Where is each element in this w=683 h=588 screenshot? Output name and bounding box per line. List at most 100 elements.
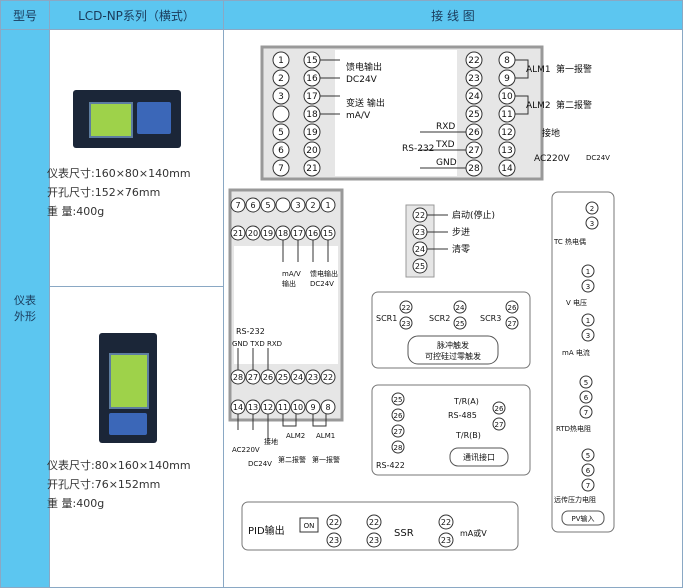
terminal-mid-col: 15 16 17 18 19 20 21 (303, 51, 321, 177)
txd-label: TXD (435, 140, 455, 150)
gnd-label: GND (436, 158, 457, 168)
pid-t22c-label: 22 (441, 518, 451, 527)
scr3-t1: 26 (505, 300, 519, 314)
scr1-t1-label: 22 (402, 304, 411, 312)
scr2-label: SCR2 (429, 314, 450, 323)
header-series: LCD-NP系列（横式） (49, 0, 224, 30)
vt-3-label: 5 (265, 201, 270, 210)
v4-3-label: 12 (263, 403, 273, 412)
pid-t22c: 22 (438, 514, 454, 530)
term-r8: 8 (498, 51, 516, 69)
v2-2-label: 20 (248, 229, 258, 238)
v4-5-label: 10 (293, 403, 303, 412)
v4-7-label: 8 (325, 403, 330, 412)
feed-output-label: 馈电输出 (346, 61, 382, 73)
product2-cutout: 开孔尺寸:76×152mm (47, 478, 161, 491)
product1-size: 仪表尺寸:160×80×140mm (47, 167, 191, 180)
scr-box: SCR1 22 23 SCR2 24 25 SCR3 26 27 脉冲触发 可控… (371, 291, 531, 369)
ssr-label: SSR (394, 528, 414, 539)
scr3-t2-label: 27 (508, 320, 517, 328)
comm-box: 25 26 27 28 RS-422 T/R(A) RS-485 26 27 T… (371, 384, 531, 476)
v-dc24v-b-label: DC24V (248, 460, 272, 468)
vt-4 (275, 197, 291, 213)
terminal-right-col2: 8 9 10 11 12 13 14 (498, 51, 516, 177)
horizontal-meter-image (73, 90, 181, 148)
v3-3-label: 26 (263, 373, 273, 382)
vt-1: 7 (230, 197, 246, 213)
rxd-label: RXD (436, 122, 455, 132)
v2-7-label: 15 (323, 229, 333, 238)
v3-4-label: 25 (278, 373, 288, 382)
scr1-t1: 22 (399, 300, 413, 314)
v2-6: 16 (305, 225, 321, 241)
tr-a-label: T/R(A) (453, 397, 479, 406)
comm-t27b: 27 (492, 417, 506, 431)
vt-7-label: 1 (325, 201, 330, 210)
v-dc24v-label: DC24V (310, 280, 334, 288)
scr2-t2-label: 25 (456, 320, 465, 328)
v2-3-label: 19 (263, 229, 273, 238)
term-m18: 18 (303, 105, 321, 123)
term-r26: 26 (465, 123, 483, 141)
pulse-trigger-label: 脉冲触发 (437, 340, 469, 350)
v3-6: 23 (305, 369, 321, 385)
term-r25-label: 25 (468, 110, 479, 120)
term-r22: 22 (465, 51, 483, 69)
ctrl-24: 24 (412, 241, 428, 257)
pv-rem-t6: 6 (586, 467, 591, 475)
term-r28-label: 28 (468, 164, 480, 174)
term-m19-label: 19 (306, 128, 318, 138)
vt-3: 5 (260, 197, 276, 213)
vt-7: 1 (320, 197, 336, 213)
pv-v-t3: 3 (586, 283, 590, 291)
v4-6-label: 9 (310, 403, 315, 412)
term-m18-label: 18 (306, 110, 318, 120)
vt-6-label: 2 (310, 201, 315, 210)
vt-1-label: 7 (235, 201, 240, 210)
ctrl-24-label: 24 (415, 245, 425, 254)
comm-t27-label: 27 (394, 428, 403, 436)
pv-rem-t7: 7 (586, 482, 590, 490)
v3-5: 24 (290, 369, 306, 385)
v-top-row: 7 6 5 3 2 1 (230, 197, 336, 213)
remote-pressure-label: 远传压力电阻 (554, 495, 596, 504)
vt-2-label: 6 (250, 201, 255, 210)
v-mav-label: mA/V (282, 270, 301, 278)
v-gnd-txd-rxd-label: GND TXD RXD (232, 340, 282, 348)
pid-t23a: 23 (326, 532, 342, 548)
ctrl-25: 25 (412, 258, 428, 274)
term-r27-label: 27 (468, 146, 479, 156)
pv-tc: 23 (585, 201, 599, 230)
term-l5-label: 5 (278, 128, 284, 138)
v2-2: 20 (245, 225, 261, 241)
v3-7: 22 (320, 369, 336, 385)
vt-5: 3 (290, 197, 306, 213)
v2-5-label: 17 (293, 229, 303, 238)
ac220v-label: AC220V (534, 154, 570, 164)
wiring-diagram: 1 2 3 5 6 7 15 16 17 18 19 20 21 22 23 2… (228, 45, 615, 551)
pv-remote: 567 (581, 448, 595, 492)
term-l2-label: 2 (278, 74, 284, 84)
vt-5-label: 3 (295, 201, 300, 210)
ground-label: 接地 (542, 127, 560, 139)
ctrl-23: 23 (412, 224, 428, 240)
scr2-t2: 25 (453, 316, 467, 330)
pid-t22a-label: 22 (329, 518, 339, 527)
product1-cell (49, 29, 224, 287)
header-model: 型号 (0, 0, 50, 30)
rs485-label: RS-485 (448, 411, 477, 420)
v4-4: 11 (275, 399, 291, 415)
v2-1-label: 21 (233, 229, 243, 238)
term-l7: 7 (272, 159, 290, 177)
v-voltage-label: V 电压 (566, 298, 587, 307)
term-r11: 11 (498, 105, 516, 123)
v3-2-label: 27 (248, 373, 258, 382)
scr2-t1: 24 (453, 300, 467, 314)
pv-tc-t3: 3 (590, 220, 594, 228)
clear-label: 清零 (452, 243, 470, 255)
term-m15-label: 15 (306, 56, 317, 66)
product1-weight: 重 量:400g (47, 205, 105, 218)
term-m16: 16 (303, 69, 321, 87)
scr1-label: SCR1 (376, 314, 397, 323)
comm-t27b-label: 27 (495, 421, 504, 429)
